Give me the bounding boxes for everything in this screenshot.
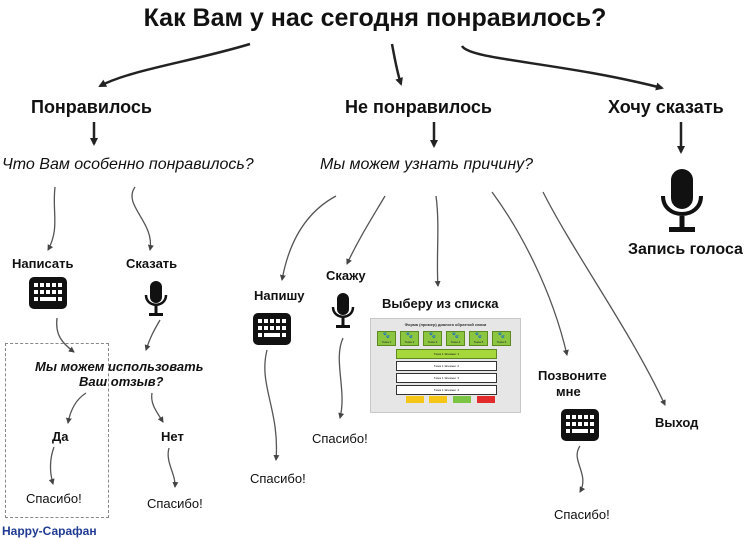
mockup-tile: 🐾Тема 3 xyxy=(423,331,442,346)
feedback-form-mockup: Форма (пример) диалога обратной связи 🐾Т… xyxy=(370,318,521,413)
keyboard-icon xyxy=(561,409,599,441)
mockup-option-selected: Тема 1 Элемент 1 xyxy=(396,349,497,359)
thanks-call: Спасибо! xyxy=(554,507,610,522)
mockup-tile-label: Тема 2 xyxy=(404,340,415,344)
arrow-to-exit xyxy=(542,191,666,406)
page-title: Как Вам у нас сегодня понравилось? xyxy=(143,4,607,32)
mockup-tile: 🐾Тема 4 xyxy=(446,331,465,346)
example-dashed-frame xyxy=(5,343,109,518)
mockup-button-yellow xyxy=(429,396,447,403)
arrow-to-yes xyxy=(65,392,87,424)
question2-line1: Мы можем использовать xyxy=(35,359,204,374)
voice-record-label: Запись голоса xyxy=(628,241,743,258)
arrow-to-say xyxy=(131,186,154,251)
microphone-icon xyxy=(661,169,703,232)
mockup-tile-label: Тема 4 xyxy=(450,340,461,344)
arrow-no-to-thanks xyxy=(167,447,179,488)
arrow-to-call xyxy=(491,191,569,356)
paw-icon: 🐾 xyxy=(451,333,460,339)
thanks-yes: Спасибо! xyxy=(26,491,82,506)
thanks-write2: Спасибо! xyxy=(250,471,306,486)
option-choose-list: Выберу из списка xyxy=(382,296,499,311)
mockup-button-green xyxy=(453,396,471,403)
option-exit: Выход xyxy=(655,415,699,430)
mockup-tile: 🐾Тема 6 xyxy=(492,331,511,346)
mockup-tile-label: Тема 5 xyxy=(473,340,484,344)
option-call-line2: мне xyxy=(556,384,581,399)
mockup-tile-label: Тема 3 xyxy=(427,340,438,344)
arrow-title-to-liked xyxy=(98,42,251,88)
arrow-call-to-thanks xyxy=(576,445,586,493)
option-call-line1: Позвоните xyxy=(538,368,607,383)
arrow-title-to-disliked xyxy=(390,43,403,86)
arrow-write2-to-thanks xyxy=(264,349,280,461)
arrow-yes-to-thanks xyxy=(48,446,55,485)
branch-tell: Хочу сказать xyxy=(608,97,724,117)
option-write2: Напишу xyxy=(254,288,305,303)
mockup-button-yellow xyxy=(406,396,424,403)
branch-disliked: Не понравилось xyxy=(345,97,492,117)
arrow-keyboard-to-q2 xyxy=(56,317,75,353)
mockup-tile-label: Тема 1 xyxy=(381,340,392,344)
mockup-tile: 🐾Тема 5 xyxy=(469,331,488,346)
question-disliked: Мы можем узнать причину? xyxy=(320,156,534,173)
branch-liked: Понравилось xyxy=(31,97,152,117)
paw-icon: 🐾 xyxy=(474,333,483,339)
mockup-option: Тема 1 Элемент 4 xyxy=(396,385,497,395)
arrow-say2-to-thanks xyxy=(338,337,345,419)
paw-icon: 🐾 xyxy=(497,333,506,339)
mockup-tile: 🐾Тема 1 xyxy=(377,331,396,346)
keyboard-icon xyxy=(29,277,67,309)
paw-icon: 🐾 xyxy=(382,333,391,339)
arrow-to-no xyxy=(151,392,164,423)
thanks-say2: Спасибо! xyxy=(312,431,368,446)
arrow-mic-to-q2 xyxy=(144,319,161,351)
mockup-tile-label: Тема 6 xyxy=(496,340,507,344)
thanks-no: Спасибо! xyxy=(147,496,203,511)
arrow-to-say2 xyxy=(346,195,386,265)
microphone-icon xyxy=(331,293,355,328)
option-say2: Скажу xyxy=(326,268,366,283)
arrow-to-list xyxy=(434,195,441,287)
arrow-to-write xyxy=(47,186,56,251)
brand-label: Happy-Сарафан xyxy=(2,524,97,538)
answer-no: Нет xyxy=(161,429,184,444)
option-write: Написать xyxy=(12,256,74,271)
mockup-option: Тема 1 Элемент 3 xyxy=(396,373,497,383)
paw-icon: 🐾 xyxy=(405,333,414,339)
mockup-tile: 🐾Тема 2 xyxy=(400,331,419,346)
question2-line2: Ваш отзыв? xyxy=(79,374,164,389)
mockup-caption: Форма (пример) диалога обратной связи xyxy=(404,322,487,327)
arrow-title-to-tell xyxy=(460,45,664,91)
mockup-option: Тема 1 Элемент 2 xyxy=(396,361,497,371)
paw-icon: 🐾 xyxy=(428,333,437,339)
keyboard-icon xyxy=(253,313,291,345)
mockup-button-red xyxy=(477,396,495,403)
question-liked: Что Вам особенно понравилось? xyxy=(2,156,254,173)
arrow-to-write2 xyxy=(279,195,337,281)
microphone-icon xyxy=(144,281,168,316)
option-say: Сказать xyxy=(126,256,178,271)
answer-yes: Да xyxy=(52,429,69,444)
